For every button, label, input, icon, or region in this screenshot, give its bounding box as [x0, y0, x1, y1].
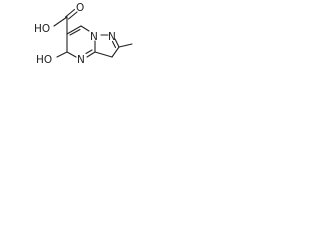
bond-c3-c3a — [94, 51, 113, 58]
bond-n4-c5 — [66, 51, 77, 58]
atom-label-ring-nitrogen-bottom: N — [77, 54, 85, 66]
bond-c5-oh — [56, 51, 68, 58]
bond-c3a-n4 — [86, 51, 96, 58]
atom-label-ring-hydroxyl: HO — [36, 54, 52, 66]
bond-n-pyrazole-c2 — [114, 38, 120, 48]
atom-label-carboxyl-oxygen: O — [76, 2, 84, 14]
bond-c3a-n4-inner — [85, 49, 93, 55]
bond-c-o-double-a — [64, 8, 76, 18]
bond-c-o-double-b — [67, 11, 78, 20]
bond-c7-n-bridge — [80, 25, 90, 32]
atom-label-carboxyl-hydroxyl: HO — [34, 23, 50, 35]
bond-c-oh — [53, 16, 68, 27]
bond-n-pyrazole-c2-inner — [111, 40, 117, 49]
bond-c2-c3 — [111, 46, 120, 58]
atom-label-ring-nitrogen-bridge: N — [90, 31, 98, 43]
atom-label-ring-nitrogen-pyrazole: N — [108, 31, 116, 43]
bond-c2-methyl — [118, 43, 133, 48]
bond-c6-c7-inner — [69, 28, 81, 36]
bond-c6-c7 — [66, 25, 82, 35]
chemical-structure-diagram: O HO HO N N N — [34, 2, 133, 66]
